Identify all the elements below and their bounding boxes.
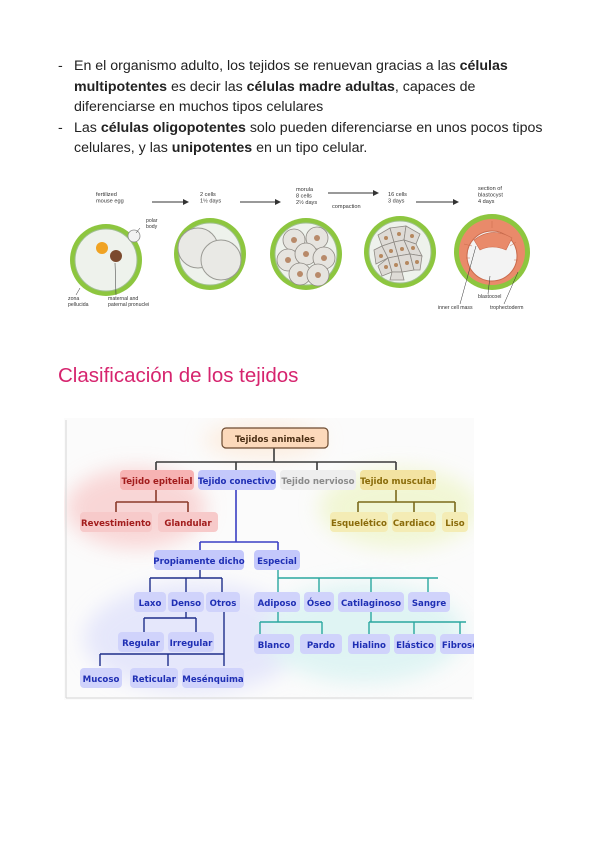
node-label: Mesénquima xyxy=(182,674,244,685)
node-mesenquima: Mesénquima xyxy=(182,668,244,688)
node-regular: Regular xyxy=(118,632,164,652)
node-label: Tejido epitelial xyxy=(122,477,193,487)
node-adiposo: Adiposo xyxy=(254,592,300,612)
node-label: Tejido muscular xyxy=(360,477,437,487)
node-label: Cardiaco xyxy=(393,519,435,529)
node-label: Elástico xyxy=(396,641,434,651)
node-reticular: Reticular xyxy=(130,668,178,688)
node-otros: Otros xyxy=(206,592,240,612)
node-revestimiento: Revestimiento xyxy=(80,512,152,532)
sixteen-cell-illustration xyxy=(364,216,436,288)
node-label: Irregular xyxy=(170,639,214,649)
node-label: Laxo xyxy=(139,599,162,609)
node-label: Reticular xyxy=(132,675,176,685)
bullet-item: - Las células oligopotentes solo pueden … xyxy=(58,118,548,159)
node-label: Sangre xyxy=(412,599,446,609)
two-cell-illustration xyxy=(174,218,246,290)
node-label: Liso xyxy=(445,519,465,529)
node-tejido-muscular: Tejido muscular xyxy=(360,470,437,490)
bullet-bold-text: unipotentes xyxy=(171,140,253,156)
node-denso: Denso xyxy=(168,592,204,612)
node-label: Mucoso xyxy=(83,675,120,685)
node-mucoso: Mucoso xyxy=(80,668,122,688)
blastocyst-illustration: blastocoel inner cell mass trophectoderm xyxy=(438,214,530,311)
bullet-text: es decir las xyxy=(167,78,247,95)
bullet-dash: - xyxy=(58,119,63,136)
node-sangre: Sangre xyxy=(408,592,450,612)
node-elastico: Elástico xyxy=(394,634,436,654)
bullet-text: , capaces de diferenciarse en muchos tip… xyxy=(74,78,476,116)
bullet-bold-text: células oligopotentes xyxy=(100,119,246,136)
node-oseo: Óseo xyxy=(304,592,334,612)
node-label: Fibroso xyxy=(442,641,474,651)
node-liso: Liso xyxy=(442,512,468,532)
node-fibroso: Fibroso xyxy=(440,634,474,654)
node-cartilaginoso: Catilaginoso xyxy=(338,592,404,612)
bullet-text: en un tipo celular. xyxy=(252,140,368,156)
pronucleus-maternal xyxy=(96,242,108,254)
bullet-item: - En el organismo adulto, los tejidos se… xyxy=(58,56,548,118)
node-label: Otros xyxy=(210,599,237,609)
node-label: Regular xyxy=(122,639,160,649)
node-laxo: Laxo xyxy=(134,592,166,612)
node-tejido-epitelial: Tejido epitelial xyxy=(120,470,194,490)
node-label: Revestimiento xyxy=(81,519,151,529)
bullet-list: - En el organismo adulto, los tejidos se… xyxy=(58,56,548,159)
polar-body xyxy=(127,229,141,243)
node-cardiaco: Cardiaco xyxy=(392,512,436,532)
tree-connectors xyxy=(155,448,397,470)
bullet-bold-text: células madre adultas xyxy=(246,78,395,95)
node-label: Especial xyxy=(257,557,297,567)
node-glandular: Glandular xyxy=(158,512,218,532)
node-esqueletico: Esquelético xyxy=(330,512,388,532)
bullet-text: Las xyxy=(74,119,101,136)
morula-illustration xyxy=(270,218,342,290)
node-label: Esquelético xyxy=(331,518,387,529)
node-label: Óseo xyxy=(307,597,331,609)
node-label: Tejidos animales xyxy=(235,435,315,445)
pronucleus-paternal xyxy=(110,250,122,262)
node-label: Catilaginoso xyxy=(341,599,401,609)
node-label: Glandular xyxy=(164,519,212,529)
node-label: Denso xyxy=(171,599,201,609)
label-inner-cell-mass: inner cell mass xyxy=(438,305,473,311)
node-label: Tejido nervioso xyxy=(281,477,354,487)
label-compaction: compaction xyxy=(332,204,361,210)
node-label: Pardo xyxy=(307,641,335,651)
node-tejido-conectivo: Tejido conectivo xyxy=(198,470,276,490)
node-blanco: Blanco xyxy=(254,634,294,654)
tissue-classification-diagram: Tejidos animales Tejido epitelial Tejido… xyxy=(64,418,474,700)
node-tejidos-animales: Tejidos animales xyxy=(221,427,329,449)
bullet-text: En el organismo adulto, los tejidos se r… xyxy=(74,58,460,74)
node-label: Adiposo xyxy=(258,599,297,609)
node-pardo: Pardo xyxy=(300,634,342,654)
label-blastocoel: blastocoel xyxy=(478,294,501,300)
section-title: Clasificación de los tejidos xyxy=(58,364,299,387)
bullet-text: solo pueden diferenciarse en unos pocos … xyxy=(74,119,543,157)
node-hialino: Hialino xyxy=(348,634,390,654)
node-propiamente-dicho: Propiamente dicho xyxy=(153,550,245,570)
node-label: Tejido conectivo xyxy=(198,477,276,487)
node-label: Hialino xyxy=(352,641,386,651)
bullet-bold-text: células multipotentes xyxy=(74,58,508,95)
bullet-dash: - xyxy=(58,58,63,74)
node-label: Propiamente dicho xyxy=(153,557,244,567)
label-trophectoderm: trophectoderm xyxy=(490,305,523,311)
node-irregular: Irregular xyxy=(168,632,214,652)
node-especial: Especial xyxy=(254,550,300,570)
node-tejido-nervioso: Tejido nervioso xyxy=(280,470,356,490)
node-label: Blanco xyxy=(258,641,291,651)
